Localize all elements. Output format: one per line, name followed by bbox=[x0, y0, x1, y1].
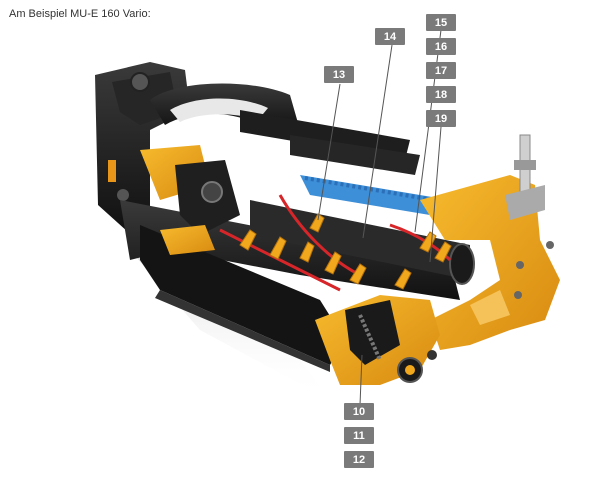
callout-tag-13: 13 bbox=[324, 66, 354, 83]
callout-tag-16: 16 bbox=[426, 38, 456, 55]
lower-skid bbox=[140, 225, 345, 365]
callout-tag-10: 10 bbox=[344, 403, 374, 420]
callout-tag-12: 12 bbox=[344, 451, 374, 468]
lower-skid-edge bbox=[155, 290, 330, 372]
front-chain bbox=[358, 314, 382, 361]
callout-tag-15: 15 bbox=[426, 14, 456, 31]
hitch-accent bbox=[108, 160, 116, 182]
callout-tag-14: 14 bbox=[375, 28, 405, 45]
side-cutout bbox=[470, 290, 510, 325]
callout-tag-17: 17 bbox=[426, 62, 456, 79]
side-plate-bolt-3 bbox=[546, 241, 554, 249]
callout-tag-11: 11 bbox=[344, 427, 374, 444]
gear-accent bbox=[160, 225, 215, 255]
adjustment-clamp bbox=[514, 160, 536, 170]
hitch-pin-bottom bbox=[117, 189, 129, 201]
callout-tag-18: 18 bbox=[426, 86, 456, 103]
upper-rail-2 bbox=[290, 135, 420, 175]
diagram-caption: Am Beispiel MU-E 160 Vario: bbox=[9, 8, 151, 20]
side-plate-bolt-2 bbox=[514, 291, 522, 299]
side-plate-bolt-1 bbox=[516, 261, 524, 269]
flail-blades bbox=[239, 213, 452, 290]
hitch-pin-top bbox=[130, 72, 150, 92]
front-bolt bbox=[427, 350, 437, 360]
front-gear-cap bbox=[405, 365, 415, 375]
right-side-plate bbox=[420, 175, 560, 350]
rotor-drum bbox=[250, 200, 470, 280]
post-arm bbox=[505, 185, 545, 220]
gearbox-hub bbox=[201, 181, 223, 203]
rotor-end-cap bbox=[449, 243, 475, 285]
callout-tag-19: 19 bbox=[426, 110, 456, 127]
